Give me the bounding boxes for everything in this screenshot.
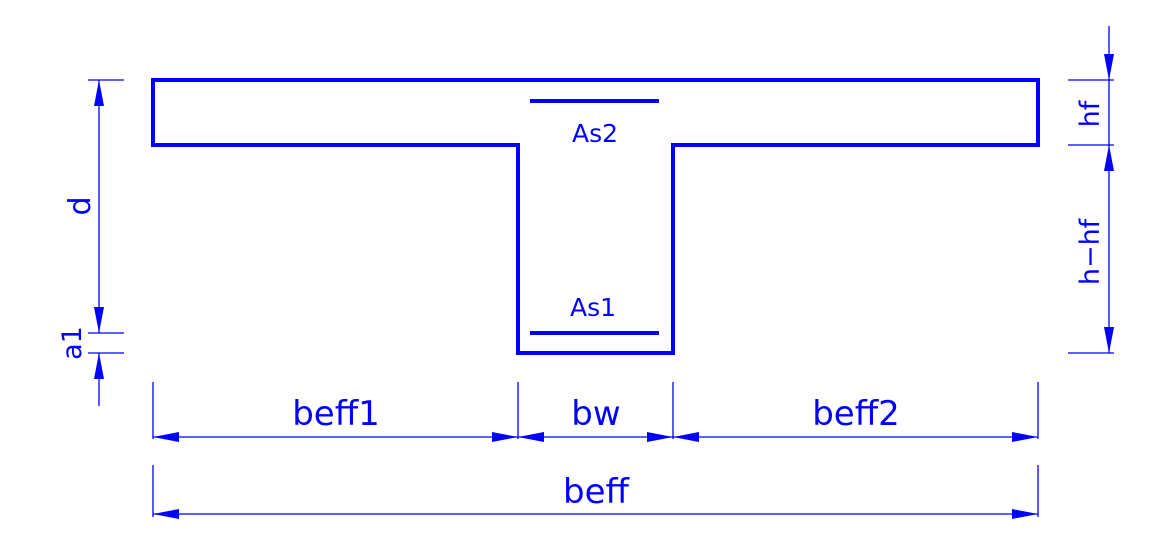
hf-top-arrowhead [1104,54,1114,80]
h-minus-hf-label: h−hf [1075,217,1106,285]
bw-left-arrowhead [518,432,544,442]
d-bottom-arrowhead [94,307,104,333]
left-vertical-dimension: d a1 [57,79,124,406]
beff-label: beff [563,472,631,512]
partial-width-dimensions: beff1 bw beff2 [152,382,1039,442]
overall-width-dimension: beff [152,465,1039,519]
as1-label: As1 [570,293,616,322]
beff2-left-arrowhead [673,432,699,442]
beff1-left-arrowhead [153,432,179,442]
beff2-label: beff2 [812,394,900,434]
beff1-label: beff1 [292,394,380,434]
d-top-arrowhead [94,80,104,106]
t-section-outline [151,78,1040,355]
a1-label: a1 [57,326,88,360]
a1-bottom-arrowhead [94,353,104,379]
as2-label: As2 [572,119,618,148]
right-vertical-dimension: hf h−hf [1068,26,1114,354]
beff-right-arrowhead [1012,509,1038,519]
d-label: d [63,196,98,215]
hf-label: hf [1075,99,1106,127]
beff2-right-arrowhead [1012,432,1038,442]
h-minus-hf-bottom-arrowhead [1104,327,1114,353]
bw-right-arrowhead [647,432,673,442]
beff-left-arrowhead [153,509,179,519]
bw-label: bw [571,394,620,434]
h-minus-hf-top-arrowhead [1104,145,1114,171]
beff1-right-arrowhead [492,432,518,442]
